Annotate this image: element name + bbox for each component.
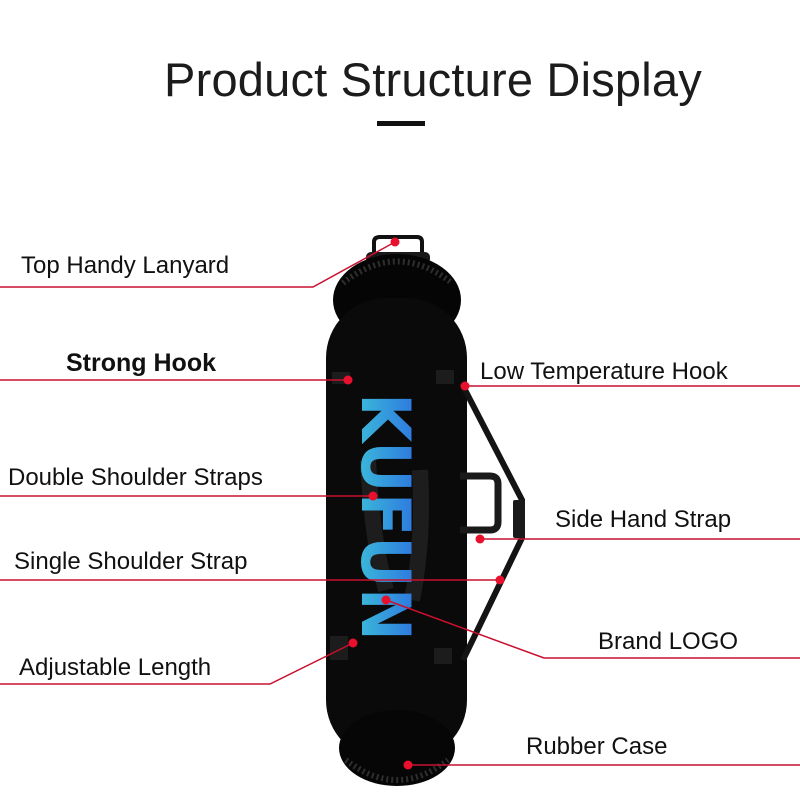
bottom-rubber-cap [339,710,455,786]
lower-hook-left [330,636,348,660]
callout-dot-single-shoulder-strap [495,575,505,585]
side-hand-strap-loop [460,472,502,534]
bag-body [326,298,467,760]
lower-hook-right [434,648,452,664]
shoulder-strap-buckle [513,500,525,538]
leader-line-top-handy-lanyard [0,241,396,288]
page-title: Product Structure Display [164,53,702,106]
callout-dot-top-handy-lanyard [390,237,400,247]
label-side-hand-strap: Side Hand Strap [555,506,732,533]
callout-dot-adjustable-length [348,638,358,648]
double-shoulder-straps [360,459,429,602]
callout-dots [343,237,505,770]
label-rubber-case: Rubber Case [526,733,668,760]
callout-dot-rubber-case [403,760,413,770]
callout-dot-brand-logo [381,595,391,605]
label-adjustable-length: Adjustable Length [19,654,212,681]
upper-hook-right [436,370,454,384]
label-brand-logo: Brand LOGO [598,628,739,655]
title-underline [377,121,425,126]
label-strong-hook: Strong Hook [66,349,216,377]
leader-lines [0,241,800,766]
callout-dot-low-temperature-hook [460,381,470,391]
top-handle-loop [372,235,424,258]
bottom-cap-rim [344,757,450,783]
callout-dot-strong-hook [343,375,353,385]
label-single-shoulder-strap: Single Shoulder Strap [14,548,248,575]
label-top-handy-lanyard: Top Handy Lanyard [21,252,230,279]
callout-dot-double-shoulder-straps [368,491,378,501]
label-low-temperature-hook: Low Temperature Hook [480,358,728,385]
leader-line-adjustable-length [0,642,354,685]
label-double-shoulder-straps: Double Shoulder Straps [8,464,263,491]
leader-line-brand-logo [385,599,800,659]
callout-dot-side-hand-strap [475,534,485,544]
